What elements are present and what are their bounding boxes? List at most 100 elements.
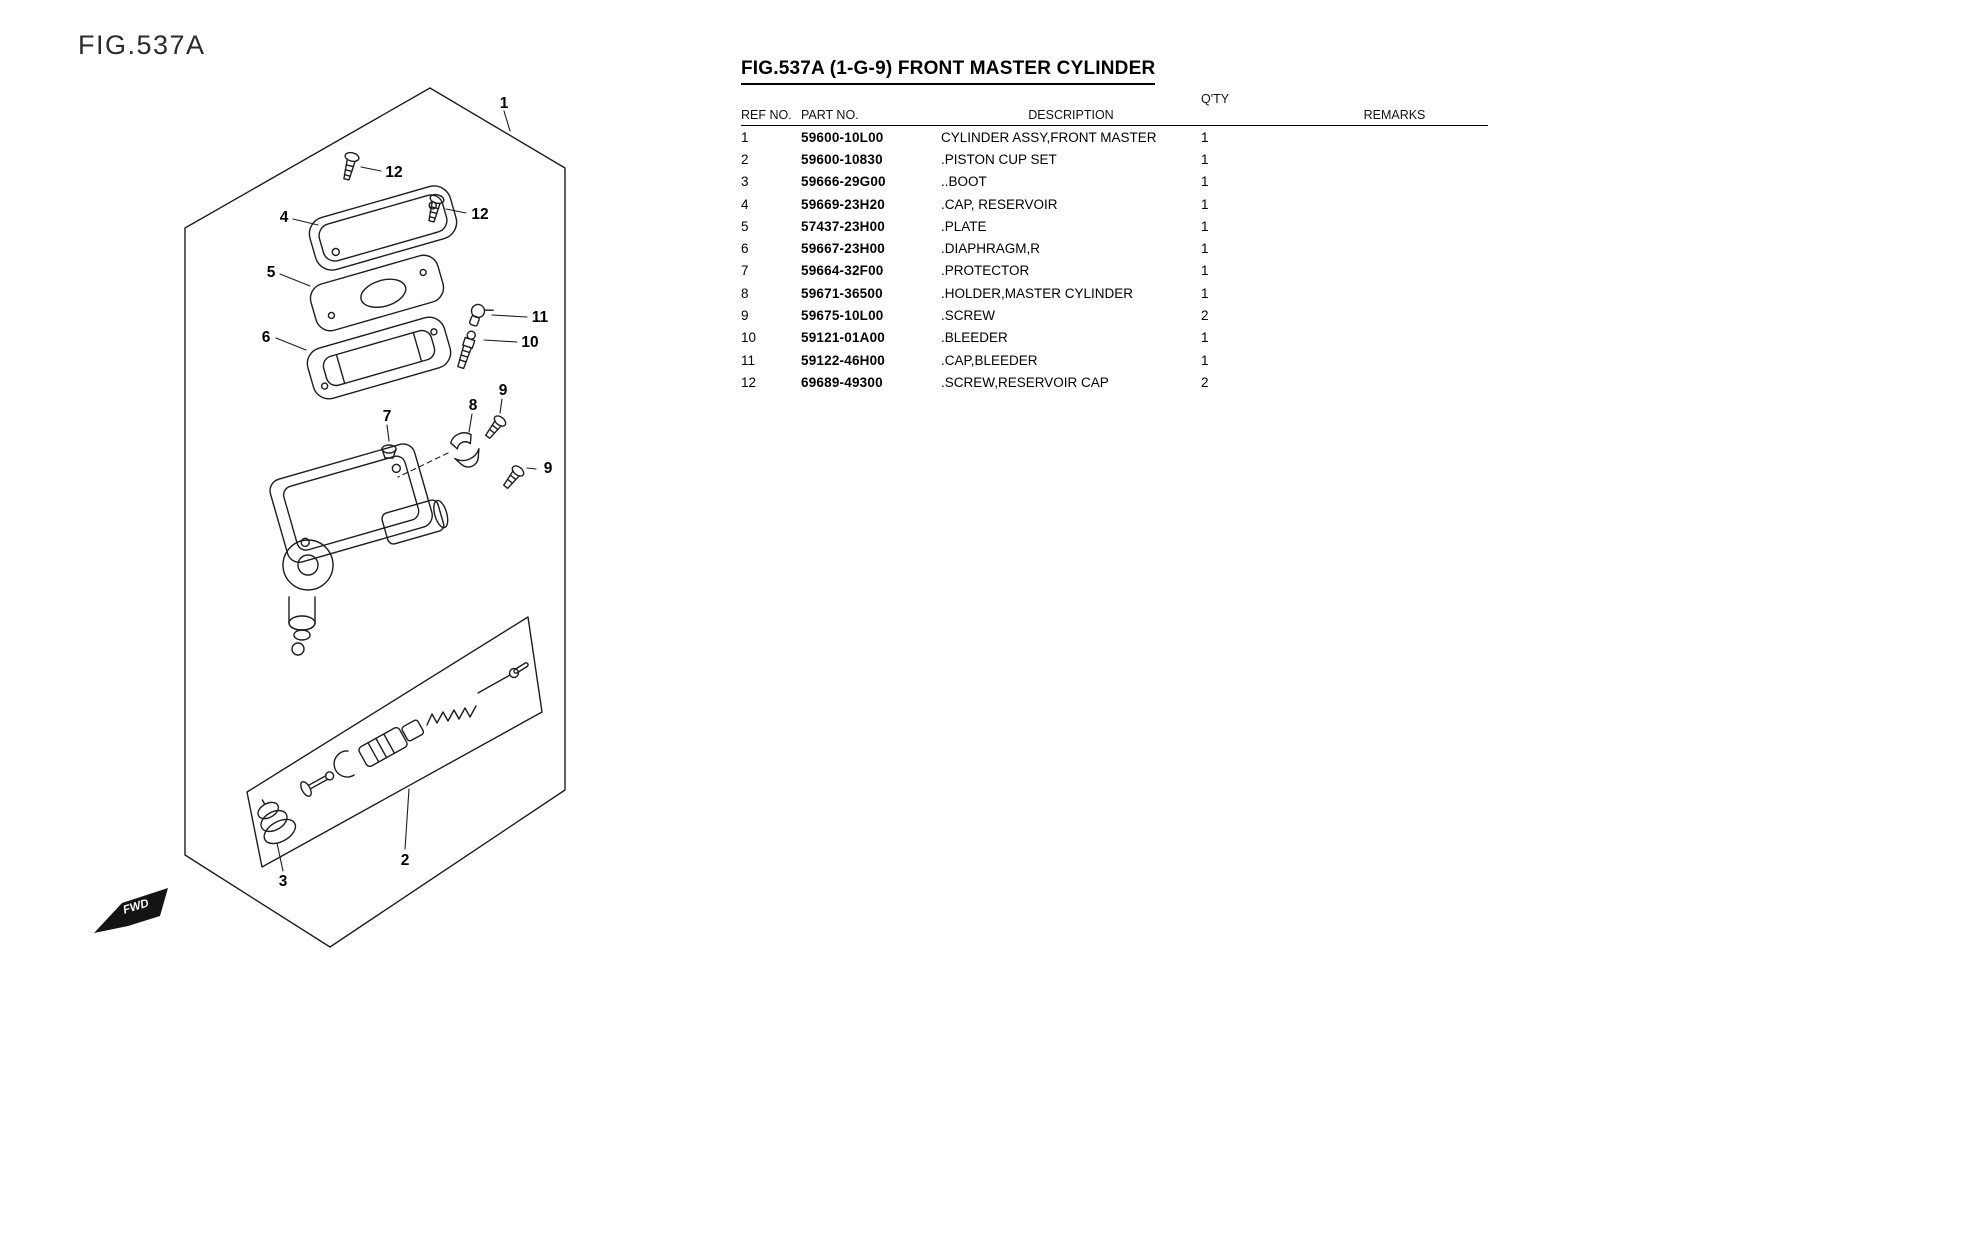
part-bleeder: [457, 330, 476, 370]
header-remarks: REMARKS: [1301, 92, 1488, 126]
callout-3: 3: [279, 873, 288, 890]
remarks-cell: [1301, 304, 1488, 326]
table-row: 3 59666-29G00 ..BOOT 1: [741, 171, 1488, 193]
table-row: 9 59675-10L00 .SCREW 2: [741, 304, 1488, 326]
part-no-cell: 59671-36500: [801, 285, 883, 301]
ref-no-cell: 7: [741, 263, 749, 279]
remarks-cell: [1301, 171, 1488, 193]
part-holder: [449, 432, 480, 468]
qty-cell: 1: [1201, 174, 1209, 190]
part-no-cell: 59675-10L00: [801, 308, 884, 324]
description-cell: .HOLDER,MASTER CYLINDER: [941, 285, 1134, 301]
qty-cell: 1: [1201, 151, 1209, 167]
part-cap-reservoir: [308, 185, 458, 271]
part-no-cell: 59664-32F00: [801, 263, 884, 279]
callout-10: 10: [521, 334, 538, 351]
parts-table: REF NO. PART NO. DESCRIPTION Q'TY REMARK…: [741, 92, 1488, 394]
callout-5: 5: [267, 264, 276, 281]
description-cell: .SCREW: [941, 308, 995, 324]
part-piston-kit: [300, 662, 529, 797]
ref-no-cell: 6: [741, 241, 749, 257]
remarks-cell: [1301, 282, 1488, 304]
callout-9: 9: [499, 382, 508, 399]
callout-12: 12: [385, 164, 402, 181]
table-header-row: REF NO. PART NO. DESCRIPTION Q'TY REMARK…: [741, 92, 1488, 126]
remarks-cell: [1301, 260, 1488, 282]
description-cell: ..BOOT: [941, 174, 987, 190]
description-cell: .CAP, RESERVOIR: [941, 196, 1058, 212]
table-title: FIG.537A (1-G-9) FRONT MASTER CYLINDER: [741, 58, 1156, 85]
part-plate: [309, 254, 445, 332]
remarks-cell: [1301, 371, 1488, 393]
header-part-no: PART NO.: [801, 92, 941, 126]
diagram-border: [184, 87, 566, 948]
qty-cell: 1: [1201, 285, 1209, 301]
table-row: 2 59600-10830 .PISTON CUP SET 1: [741, 148, 1488, 170]
fwd-arrow: FWD: [94, 888, 168, 933]
qty-cell: 1: [1201, 241, 1209, 257]
description-cell: .CAP,BLEEDER: [941, 352, 1038, 368]
screw-reservoir-cap-icon: [343, 151, 360, 181]
remarks-cell: [1301, 327, 1488, 349]
description-cell: CYLINDER ASSY,FRONT MASTER: [941, 129, 1157, 145]
header-ref-no: REF NO.: [741, 92, 801, 126]
ref-no-cell: 3: [741, 174, 749, 190]
part-no-cell: 59122-46H00: [801, 352, 886, 368]
header-description: DESCRIPTION: [941, 92, 1201, 126]
part-no-cell: 59121-01A00: [801, 330, 886, 346]
qty-cell: 1: [1201, 263, 1209, 279]
description-cell: .PLATE: [941, 218, 987, 234]
spring: [426, 705, 477, 726]
ref-no-cell: 11: [741, 352, 756, 368]
table-row: 5 57437-23H00 .PLATE 1: [741, 215, 1488, 237]
remarks-cell: [1301, 126, 1488, 149]
callout-6: 6: [262, 329, 271, 346]
part-no-cell: 59600-10830: [801, 151, 883, 167]
part-cylinder-body: [269, 443, 449, 656]
leader-lines: [275, 110, 537, 872]
table-row: 8 59671-36500 .HOLDER,MASTER CYLINDER 1: [741, 282, 1488, 304]
table-row: 6 59667-23H00 .DIAPHRAGM,R 1: [741, 237, 1488, 259]
part-screw: [503, 465, 525, 489]
callout-7: 7: [383, 408, 392, 425]
ref-no-cell: 5: [741, 218, 749, 234]
part-no-cell: 57437-23H00: [801, 218, 886, 234]
description-cell: .SCREW,RESERVOIR CAP: [941, 374, 1109, 390]
qty-cell: 1: [1201, 129, 1209, 145]
description-cell: .BLEEDER: [941, 330, 1008, 346]
qty-cell: 2: [1201, 308, 1209, 324]
ref-no-cell: 8: [741, 285, 749, 301]
ref-no-cell: 4: [741, 196, 749, 212]
description-cell: .PROTECTOR: [941, 263, 1030, 279]
callout-11: 11: [532, 309, 549, 326]
callout-numbers: 1 12 12 4 5 6 11 10 7 8 9 9 2 3: [262, 95, 553, 890]
ref-no-cell: 10: [741, 330, 757, 346]
diagram-panel: 1 12 12 4 5 6 11 10 7 8 9 9 2 3 FWD: [80, 25, 660, 1005]
parts-table-panel: FIG.537A (1-G-9) FRONT MASTER CYLINDER R…: [741, 58, 1491, 394]
qty-cell: 1: [1201, 352, 1209, 368]
part-diaphragm: [306, 316, 452, 400]
table-row: 1 59600-10L00 CYLINDER ASSY,FRONT MASTER…: [741, 126, 1488, 149]
remarks-cell: [1301, 193, 1488, 215]
part-no-cell: 59600-10L00: [801, 129, 884, 145]
header-qty: Q'TY: [1201, 92, 1301, 126]
circlip: [333, 750, 355, 778]
part-screw: [485, 415, 507, 439]
remarks-cell: [1301, 237, 1488, 259]
table-row: 12 69689-49300 .SCREW,RESERVOIR CAP 2: [741, 371, 1488, 393]
part-cap-bleeder: [468, 303, 494, 327]
ref-no-cell: 1: [741, 129, 749, 145]
table-row: 7 59664-32F00 .PROTECTOR 1: [741, 260, 1488, 282]
part-no-cell: 59667-23H00: [801, 241, 886, 257]
remarks-cell: [1301, 349, 1488, 371]
qty-cell: 1: [1201, 196, 1209, 212]
description-cell: .DIAPHRAGM,R: [941, 241, 1041, 257]
remarks-cell: [1301, 215, 1488, 237]
ref-no-cell: 9: [741, 308, 749, 324]
remarks-cell: [1301, 148, 1488, 170]
page-title: FIG.537A: [78, 30, 206, 60]
qty-cell: 1: [1201, 218, 1209, 234]
ref-no-cell: 2: [741, 151, 749, 167]
qty-cell: 2: [1201, 374, 1209, 390]
qty-cell: 1: [1201, 330, 1209, 346]
